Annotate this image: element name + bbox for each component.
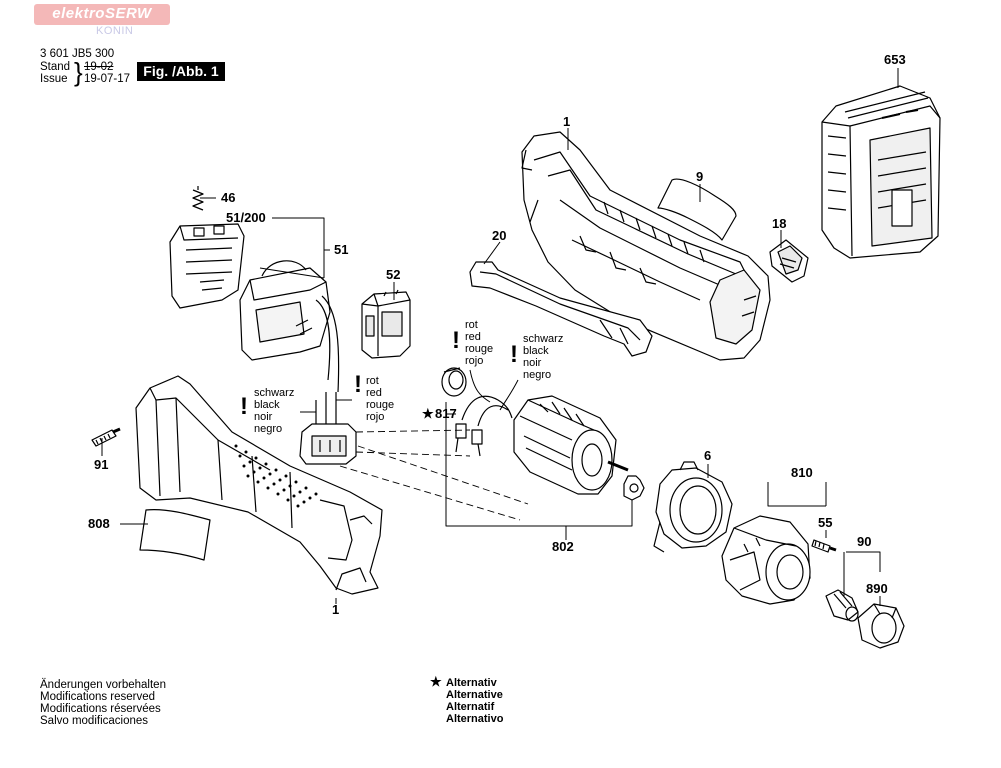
gear-head-810: [721, 515, 811, 605]
terminal-block: [299, 392, 357, 465]
footer-alt-es: Alternativo: [446, 713, 504, 725]
warning-icon-motor-black: !: [510, 341, 518, 368]
brace: }: [74, 57, 83, 87]
motor-sleeve: [441, 367, 467, 397]
housing-dots: [234, 444, 318, 508]
alternative-star-icon: ★: [430, 674, 442, 689]
spring-46: [192, 186, 204, 211]
part-label-55: 55: [818, 515, 832, 530]
screw-91: [91, 427, 121, 447]
wire-label-left-red-es: rojo: [366, 411, 384, 423]
wire-label-motor-red-es: rojo: [465, 355, 483, 367]
figure-label: Fig. /Abb. 1: [143, 63, 219, 79]
model-number: 3 601 JB5 300: [40, 48, 115, 60]
warning-icon-motor-red: !: [452, 327, 460, 354]
new-date: 19-07-17: [84, 73, 131, 85]
warning-icon-left-black: !: [240, 393, 248, 420]
logo-badge: elektroSERW: [34, 4, 170, 25]
carbon-brush-wires-817: [455, 395, 513, 457]
wire-label-motor-black-es: negro: [523, 369, 551, 381]
switch-bracket-51: [169, 223, 245, 309]
part-label-46: 46: [221, 190, 235, 205]
part-number-labels: 653 1 9 18 20 46 51/200 51 52 91 808 ★ 8…: [88, 52, 906, 617]
collet-nut-890: [857, 603, 905, 649]
logo-text: elektroSERW: [52, 5, 152, 22]
fan-guard-6: [653, 461, 733, 553]
battery-pack-653: [821, 85, 941, 259]
housing-half-bottom-1: [135, 375, 383, 595]
part-label-51: 51: [334, 242, 348, 257]
motor-gear: [623, 475, 645, 501]
wire-label-left-black-es: negro: [254, 423, 282, 435]
switch-rod-20: [469, 261, 653, 357]
part-label-91: 91: [94, 457, 108, 472]
wire-label-left-black-de: schwarz: [254, 387, 294, 399]
part-label-20: 20: [492, 228, 506, 243]
part-label-1-bottom: 1: [332, 602, 339, 617]
part-label-90: 90: [857, 534, 871, 549]
assembly-dash-lines: [339, 429, 529, 521]
part-label-808: 808: [88, 516, 110, 531]
wire-label-motor-black-fr: noir: [523, 357, 542, 369]
wire-label-motor-black-de: schwarz: [523, 333, 563, 345]
motor-red-wire: [469, 369, 491, 403]
part-label-9: 9: [696, 169, 703, 184]
figure-label-box: [137, 62, 225, 81]
part-label-1-top: 1: [563, 114, 570, 129]
part-label-817: 817: [435, 406, 457, 421]
wire-label-left-red-fr: rouge: [366, 399, 394, 411]
stand-label: Stand: [40, 61, 71, 73]
collet-90: [825, 589, 859, 622]
issue-label: Issue: [40, 73, 68, 85]
part-label-51-200: 51/200: [226, 210, 266, 225]
wire-label-motor-black-en: black: [523, 345, 549, 357]
footer-note-en: Modifications reserved: [40, 691, 156, 703]
screw-55: [811, 539, 837, 553]
old-date: 19-02: [84, 61, 114, 73]
part-label-653: 653: [884, 52, 906, 67]
wire-label-left-red-de: rot: [366, 375, 379, 387]
footer-note-fr: Modifications réservées: [40, 703, 161, 715]
wire-label-left-red-en: red: [366, 387, 382, 399]
housing-half-top-1: [521, 131, 771, 361]
footer-note-es: Salvo modificaciones: [40, 715, 149, 727]
label-808: [139, 509, 211, 561]
switch-52: [361, 289, 411, 359]
part-label-6: 6: [704, 448, 711, 463]
wire-color-labels: ! schwarz black noir negro ! rot red rou…: [240, 319, 563, 435]
part-label-18: 18: [772, 216, 786, 231]
part-label-810: 810: [791, 465, 813, 480]
wire-label-motor-red-fr: rouge: [465, 343, 493, 355]
wire-label-left-black-fr: noir: [254, 411, 273, 423]
wire-label-motor-red-de: rot: [465, 319, 478, 331]
leader-lines: [101, 68, 899, 606]
alt-star-817: ★: [422, 406, 434, 421]
warning-icon-left-red: !: [354, 371, 362, 398]
logo-subtitle: KONIN: [96, 25, 134, 37]
switch-module-51-200: [239, 260, 340, 393]
footer-note-de: Änderungen vorbehalten: [40, 679, 166, 691]
part-label-52: 52: [386, 267, 400, 282]
part-label-890: 890: [866, 581, 888, 596]
motor-802: [513, 395, 629, 495]
motor-black-wire: [499, 379, 519, 411]
footer-alt-en: Alternative: [446, 689, 503, 701]
footer-alt-fr: Alternatif: [446, 701, 495, 713]
part-label-802: 802: [552, 539, 574, 554]
slider-switch-18: [769, 239, 809, 283]
wire-label-left-black-en: black: [254, 399, 280, 411]
label-strip-9: [657, 178, 737, 241]
wire-label-motor-red-en: red: [465, 331, 481, 343]
footer-alt-de: Alternativ: [446, 677, 497, 689]
